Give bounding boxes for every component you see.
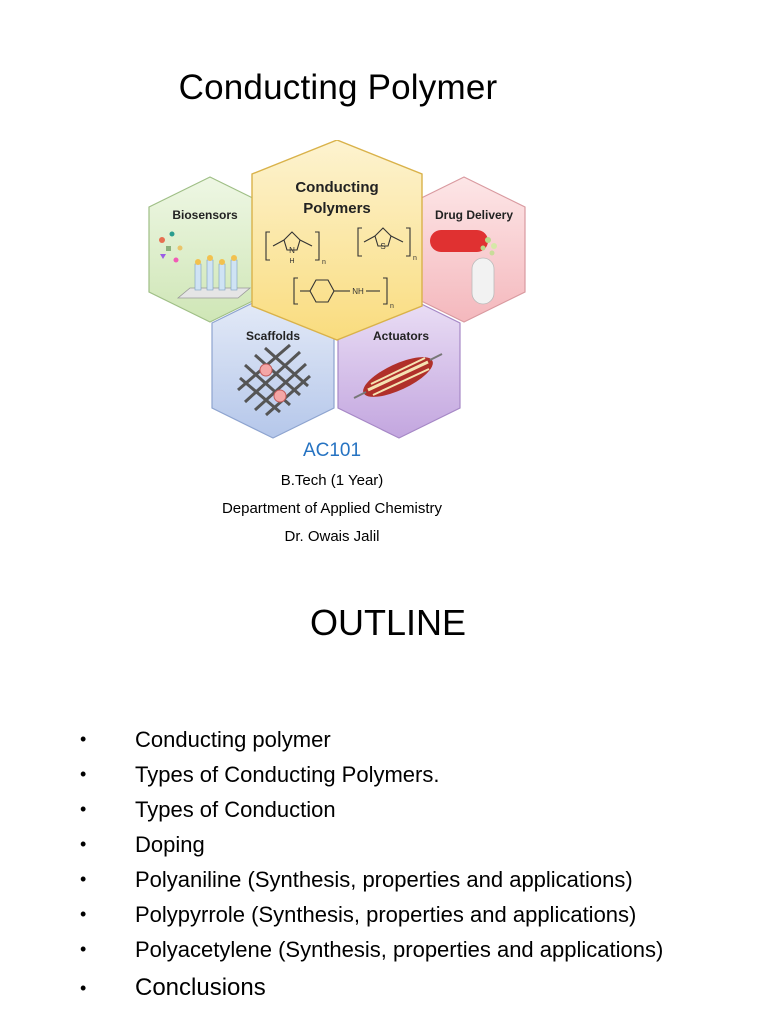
outline-item-text: Polyacetylene (Synthesis, properties and… (135, 936, 664, 962)
actuators-label: Actuators (373, 329, 429, 343)
bullet-icon: • (80, 764, 87, 784)
list-item: • Types of Conducting Polymers. (80, 757, 663, 792)
outline-item-text: Polypyrrole (Synthesis, properties and a… (135, 901, 637, 927)
bullet-icon: • (80, 939, 87, 959)
hex-scaffolds: Scaffolds (211, 292, 335, 439)
slide-title: Conducting Polymer (178, 68, 498, 107)
polypyrrole-structure-icon (265, 231, 320, 261)
center-label-line2: Polymers (303, 200, 371, 217)
outline-item-text: Conclusions (135, 974, 266, 1001)
hex-drug-delivery: Drug Delivery (402, 176, 526, 323)
list-item: • Polyaniline (Synthesis, properties and … (80, 862, 663, 897)
biosensors-label: Biosensors (172, 208, 238, 222)
bullet-icon: • (80, 729, 87, 749)
list-item: • Conclusions (80, 967, 663, 1009)
course-instructor: Dr. Owais Jalil (284, 528, 380, 545)
hex-biosensors: Biosensors (148, 176, 272, 323)
conducting-polymer-hexagon-graphic: Biosensors Drug Delivery Scaffolds (148, 140, 526, 439)
list-item: • Doping (80, 827, 663, 862)
list-item: • Polypyrrole (Synthesis, properties and … (80, 897, 663, 932)
course-department: Department of Applied Chemistry (221, 500, 443, 517)
center-label-line1: Conducting (295, 179, 378, 196)
drug-delivery-label: Drug Delivery (435, 208, 513, 222)
actuator-muscle-icon (353, 353, 443, 399)
polythiophene-structure-icon (357, 227, 411, 257)
outline-heading: OUTLINE (309, 602, 467, 643)
bullet-icon: • (80, 834, 87, 854)
pyrrole-subscript: n (322, 259, 326, 266)
list-item: • Polyacetylene (Synthesis, properties an… (80, 932, 663, 967)
course-code: AC101 (302, 440, 362, 461)
hex-conducting-polymers: Conducting Polymers N H n S n (251, 140, 423, 341)
outline-item-text: Doping (135, 831, 205, 857)
thiophene-s: S (380, 242, 385, 251)
polyaniline-structure-icon (293, 277, 388, 305)
pyrrole-n: N (289, 246, 295, 255)
bullet-icon: • (80, 869, 87, 889)
bullet-icon: • (80, 799, 87, 819)
outline-item-text: Conducting polymer (135, 726, 331, 752)
biosensor-icon (159, 231, 252, 299)
pyrrole-h: H (289, 258, 294, 265)
list-item: • Types of Conduction (80, 792, 663, 827)
outline-item-text: Polyaniline (Synthesis, properties and a… (135, 866, 633, 892)
bullet-icon: • (80, 977, 87, 998)
capsule-icon (430, 230, 497, 305)
course-program: B.Tech (1 Year) (280, 472, 384, 489)
thiophene-subscript: n (413, 255, 417, 262)
list-item: • Conducting polymer (80, 722, 663, 757)
outline-list: • Conducting polymer • Types of Conducting… (80, 722, 663, 1009)
outline-item-text: Types of Conduction (135, 796, 336, 822)
bullet-icon: • (80, 904, 87, 924)
aniline-nh: NH (352, 287, 364, 296)
aniline-subscript: n (390, 303, 394, 310)
scaffolds-label: Scaffolds (246, 329, 300, 343)
outline-item-text: Types of Conducting Polymers. (135, 761, 440, 787)
